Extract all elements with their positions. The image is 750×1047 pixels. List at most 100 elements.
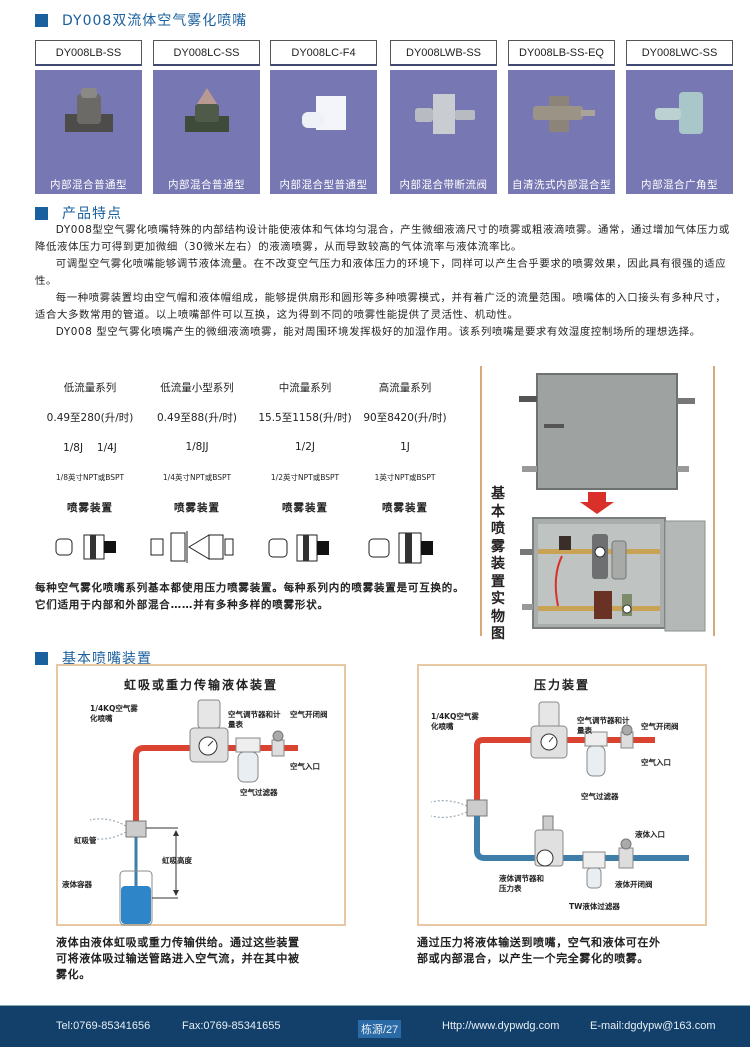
label-siphon-height: 虹吸高度 — [162, 856, 192, 865]
series-flow: 15.5至1158(升/时) — [258, 411, 352, 424]
section-marker-icon — [35, 13, 48, 27]
series-device: 喷雾装置 — [67, 501, 113, 514]
label-air-inlet: 空气入口 — [641, 758, 671, 767]
liquid-filter-icon — [586, 867, 602, 889]
siphon-diagram: 虹吸或重力传输液体装置 1/4KQ空气雾化喷嘴 空气调节器和计量表 空气开闭阀 … — [56, 664, 346, 926]
series-sizes: 1J — [400, 441, 410, 453]
down-arrow-icon — [580, 492, 614, 514]
nozzle-ptfe-icon — [294, 84, 354, 148]
section-marker-icon — [35, 206, 48, 220]
product-caption: 内部混合普通型 — [50, 179, 127, 191]
product-image-card: 内部混合普通型 — [153, 70, 260, 194]
label-siphon-tube: 虹吸管 — [74, 836, 97, 845]
nozzle-cone-icon — [177, 84, 237, 148]
label-nozzle: 1/4KQ空气雾化喷嘴 — [431, 712, 479, 731]
air-pipe — [474, 737, 655, 804]
nozzle-wide-icon — [645, 84, 715, 148]
features-title: 产品特点 — [62, 206, 122, 222]
label-liquid-filter: TW液体过滤器 — [569, 902, 620, 911]
photo-caption: 基本喷雾装置实物图 — [491, 486, 505, 642]
label-air-filter: 空气过滤器 — [581, 792, 619, 801]
footer-email[interactable]: E-mail:dgdypw@163.com — [590, 1020, 716, 1032]
product-caption: 内部混合普通型 — [168, 179, 245, 191]
features-paragraph: DY008 型空气雾化喷嘴产生的微细液滴喷雾，能对周围环境发挥极好的加湿作用。该… — [55, 326, 701, 338]
product-image-card: 自清洗式内部混合型 — [508, 70, 615, 194]
label-liquid-container: 液体容器 — [62, 880, 92, 889]
product-card: DY008LB-SS-EQ 自清洗式内部混合型 — [508, 40, 615, 194]
label-liquid-inlet: 液体入口 — [635, 830, 665, 839]
series-sizes: 1/8J 1/4J — [63, 441, 117, 454]
series-device: 喷雾装置 — [382, 501, 428, 514]
product-model: DY008LC-F4 — [270, 40, 377, 66]
pressure-diagram: 压力装置 1/4KQ空气雾化喷嘴 空气调节器和计量表 空气开闭阀 空气入口 空气… — [417, 664, 707, 926]
label-air-inlet: 空气入口 — [290, 762, 320, 771]
series-column: 中流量系列 15.5至1158(升/时) 1/2J 1/2英寸NPT或BSPT 喷雾装置 — [250, 372, 360, 572]
label-liquid-valve: 液体开闭阀 — [615, 880, 653, 889]
air-pipe — [133, 745, 298, 824]
product-image-card: 内部混合广角型 — [626, 70, 733, 194]
pressure-caption: 通过压力将液体输送到喷嘴，空气和液体可在外部或内部混合，以产生一个完全雾化的喷雾… — [417, 936, 661, 965]
features-paragraph: 每一种喷雾装置均由空气帽和液体帽组成，能够提供扇形和圆形等多种喷雾模式，并有着广… — [35, 292, 727, 321]
product-image-card: 内部混合型普通型 — [270, 70, 377, 194]
section-marker-icon — [35, 651, 48, 665]
series-device: 喷雾装置 — [282, 501, 328, 514]
siphon-caption: 液体由液体虹吸或重力传输供给。通过这些装置可将液体吸过输送管路进入空气流，并在其… — [56, 936, 300, 981]
product-caption: 内部混合型普通型 — [279, 179, 368, 191]
series-note: 每种空气雾化喷嘴系列基本都使用压力喷雾装置。每种系列内的喷雾装置是可互换的。它们… — [35, 582, 465, 611]
pressure-diagram-title: 压力装置 — [533, 678, 590, 692]
features-text: DY008型空气雾化喷嘴特殊的内部结构设计能使液体和气体均匀混合，产生微细液滴尺… — [35, 222, 730, 341]
series-sizes: 1/2J — [295, 441, 315, 453]
cabinet-photo — [519, 373, 706, 632]
section-header-basic: 基本喷嘴装置 — [35, 648, 152, 668]
product-image-card: 内部混合普通型 — [35, 70, 142, 194]
label-air-valve: 空气开闭阀 — [290, 710, 328, 719]
series-thread: 1英寸NPT或BSPT — [374, 472, 436, 482]
section-header-title: DY008双流体空气雾化喷嘴 — [35, 10, 247, 30]
page-number: 栋源/27 — [358, 1020, 402, 1038]
product-model: DY008LB-SS — [35, 40, 142, 66]
series-name: 低流量小型系列 — [160, 381, 234, 394]
page-title: DY008双流体空气雾化喷嘴 — [62, 13, 248, 29]
nozzle-icon — [125, 820, 147, 838]
spray-setup-icon — [142, 522, 252, 572]
siphon-diagram-drawing — [89, 699, 298, 926]
series-thread: 1/2英寸NPT或BSPT — [270, 472, 340, 482]
series-flow: 90至8420(升/时) — [363, 411, 447, 424]
product-caption: 内部混合广角型 — [641, 179, 718, 191]
product-card: DY008LC-F4 内部混合型普通型 — [270, 40, 377, 194]
footer-fax: Fax:0769-85341655 — [182, 1020, 281, 1032]
label-air-filter: 空气过滤器 — [240, 788, 278, 797]
series-name: 高流量系列 — [378, 381, 432, 394]
footer: Tel:0769-85341656 Fax:0769-85341655 栋源/2… — [0, 1005, 750, 1047]
product-model: DY008LB-SS-EQ — [508, 40, 615, 66]
series-column: 高流量系列 90至8420(升/时) 1J 1英寸NPT或BSPT 喷雾装置 — [350, 372, 460, 572]
product-caption: 自清洗式内部混合型 — [512, 179, 611, 191]
nozzle-tee-icon — [59, 84, 119, 148]
pressure-diagram-drawing — [430, 701, 689, 889]
series-thread: 1/8英寸NPT或BSPT — [55, 472, 125, 482]
gauge-icon — [536, 849, 554, 867]
footer-url[interactable]: Http://www.dypwdg.com — [442, 1020, 560, 1032]
series-name: 中流量系列 — [278, 381, 332, 394]
spray-setup-icon — [35, 522, 145, 572]
footer-tel: Tel:0769-85341656 — [56, 1020, 151, 1032]
liquid-container-icon — [121, 886, 151, 924]
label-air-valve: 空气开闭阀 — [641, 722, 679, 731]
closed-cabinet — [536, 373, 678, 490]
label-regulator: 空气调节器和计量表 — [228, 710, 281, 729]
series-thread: 1/4英寸NPT或BSPT — [162, 472, 232, 482]
liquid-pipe — [474, 816, 689, 861]
basic-title: 基本喷嘴装置 — [62, 651, 152, 667]
features-paragraph: 可调型空气雾化喷嘴能够调节液体流量。在不改变空气压力和液体压力的环境下，同样可以… — [35, 258, 727, 287]
series-flow: 0.49至280(升/时) — [46, 411, 134, 424]
spray-setup-icon — [250, 522, 360, 572]
product-model: DY008LWB-SS — [390, 40, 497, 66]
air-filter-icon — [237, 751, 259, 783]
air-filter-icon — [586, 745, 606, 777]
spray-setup-icon — [350, 522, 460, 572]
